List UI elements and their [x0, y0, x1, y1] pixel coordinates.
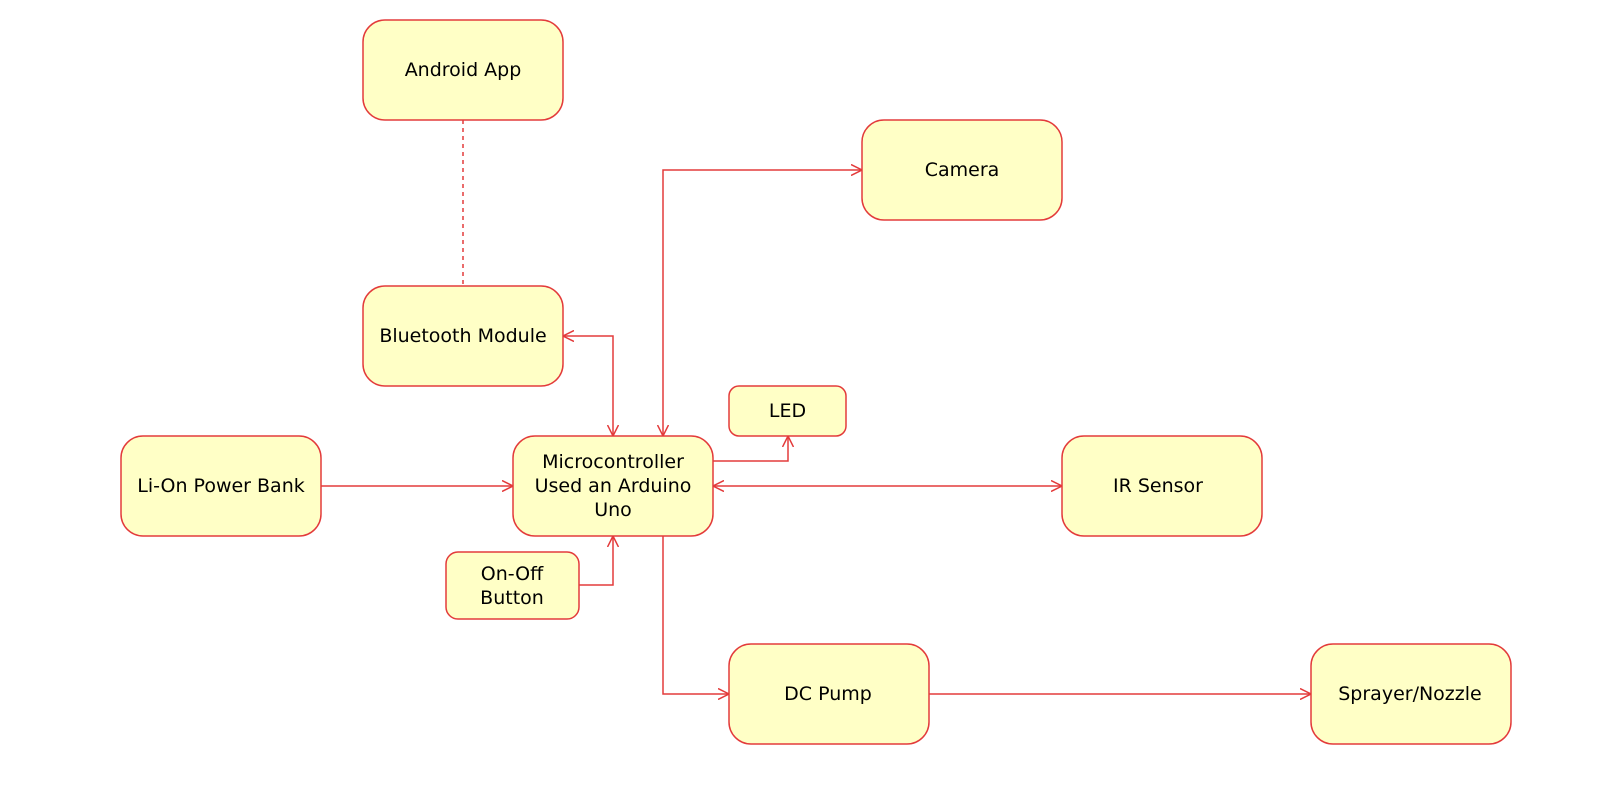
node-label: LED: [769, 400, 806, 422]
edge-microcontroller-camera: [663, 170, 862, 436]
node-label: Li-On Power Bank: [137, 475, 305, 497]
node-label: IR Sensor: [1113, 475, 1203, 497]
node-on-off-button: On-Off Button: [445, 551, 580, 620]
svg-text:Button: Button: [480, 587, 544, 609]
svg-text:LED: LED: [769, 400, 806, 422]
edge-on-off-button-microcontroller: [579, 536, 613, 586]
node-microcontroller: Microcontroller Used an Arduino Uno: [512, 435, 714, 537]
node-bluetooth-module: Bluetooth Module: [362, 285, 564, 387]
svg-text:IR Sensor: IR Sensor: [1113, 475, 1203, 497]
svg-text:Sprayer/Nozzle: Sprayer/Nozzle: [1338, 683, 1481, 705]
node-led: LED: [728, 385, 847, 437]
node-ir-sensor: IR Sensor: [1061, 435, 1263, 537]
edges: [321, 120, 1311, 694]
node-label-line-2: Button: [480, 587, 544, 609]
node-android-app: Android App: [362, 19, 564, 121]
node-camera: Camera: [861, 119, 1063, 221]
svg-text:Li-On Power Bank: Li-On Power Bank: [137, 475, 305, 497]
node-label: DC Pump: [784, 683, 872, 705]
node-label-line-1: On-Off: [481, 563, 544, 585]
node-dc-pump: DC Pump: [728, 643, 930, 745]
node-label-line-2: Used an Arduino: [535, 475, 692, 497]
svg-text:Uno: Uno: [594, 499, 632, 521]
svg-text:Used an Arduino: Used an Arduino: [535, 475, 692, 497]
node-power-bank: Li-On Power Bank: [120, 435, 322, 537]
node-label: Sprayer/Nozzle: [1338, 683, 1481, 705]
edge-microcontroller-led: [713, 436, 788, 462]
node-sprayer-nozzle: Sprayer/Nozzle: [1310, 643, 1512, 745]
node-label-line-3: Uno: [594, 499, 632, 521]
node-label: Android App: [405, 59, 522, 81]
svg-text:DC Pump: DC Pump: [784, 683, 872, 705]
node-label: Bluetooth Module: [379, 325, 546, 347]
svg-text:Microcontroller: Microcontroller: [542, 451, 684, 473]
svg-text:Camera: Camera: [925, 159, 1000, 181]
svg-text:Android App: Android App: [405, 59, 522, 81]
node-label: Camera: [925, 159, 1000, 181]
svg-text:On-Off: On-Off: [481, 563, 544, 585]
svg-text:Bluetooth Module: Bluetooth Module: [379, 325, 546, 347]
edge-microcontroller-bluetooth: [563, 336, 613, 436]
edge-microcontroller-dc-pump: [662, 536, 729, 694]
node-label-line-1: Microcontroller: [542, 451, 684, 473]
